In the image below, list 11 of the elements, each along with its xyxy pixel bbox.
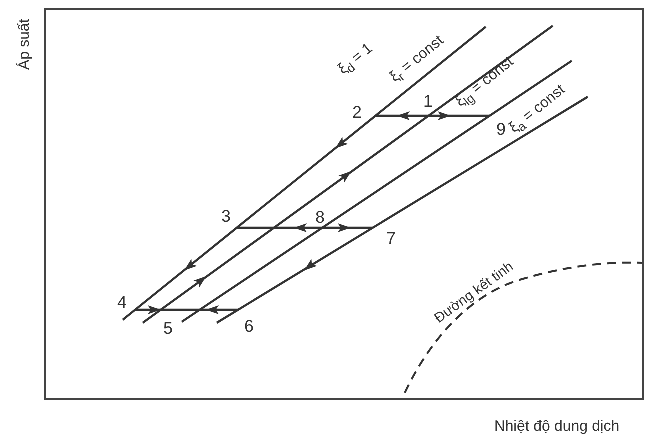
- point-number: 5: [164, 320, 173, 336]
- point-number: 9: [496, 120, 506, 138]
- point-number: 4: [118, 294, 127, 310]
- axis-title: Nhiệt độ dung dịch: [494, 418, 620, 434]
- point-number: 3: [222, 208, 231, 224]
- point-number: 2: [352, 104, 362, 120]
- point-number: 7: [386, 230, 396, 246]
- axis-title: Áp suất: [16, 18, 32, 70]
- point-number: 8: [316, 208, 325, 226]
- point-number: 1: [424, 92, 433, 110]
- point-number: 6: [244, 318, 254, 334]
